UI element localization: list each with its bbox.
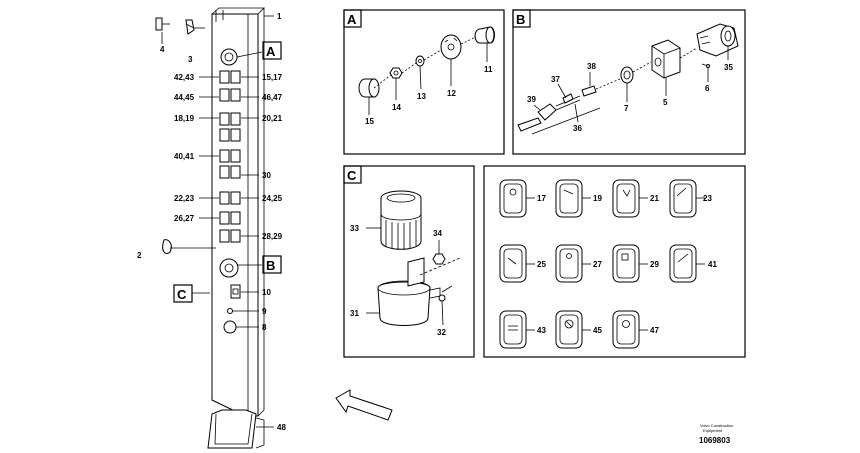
- label-42-43: 42,43: [174, 73, 195, 82]
- footer: Volvo Construction Equipment 1069803: [699, 423, 733, 445]
- svg-text:45: 45: [593, 326, 602, 335]
- label-part-3: 3: [188, 55, 193, 64]
- label-part-30: 30: [262, 171, 271, 180]
- label-22-23: 22,23: [174, 194, 195, 203]
- label-part-39: 39: [527, 95, 536, 104]
- label-part-8: 8: [262, 323, 267, 332]
- switch-25: 25: [499, 244, 546, 283]
- label-part-48: 48: [277, 423, 286, 432]
- knob-15: [358, 78, 380, 98]
- switch-23: 23: [669, 179, 712, 218]
- switch-17: 17: [499, 179, 546, 218]
- label-part-6: 6: [705, 84, 710, 93]
- svg-text:27: 27: [593, 260, 602, 269]
- label-part-10: 10: [262, 288, 271, 297]
- footer-brand-sub: Equipment: [703, 428, 723, 433]
- svg-text:17: 17: [537, 194, 546, 203]
- callout-C: C: [173, 284, 193, 303]
- svg-text:23: 23: [703, 194, 712, 203]
- label-part-15: 15: [365, 117, 374, 126]
- label-18-19: 18,19: [174, 114, 195, 123]
- label-part-5: 5: [663, 98, 668, 107]
- svg-text:47: 47: [650, 326, 659, 335]
- label-part-13: 13: [417, 92, 426, 101]
- panel-A-title: A: [347, 12, 357, 27]
- switch-47: 47: [612, 310, 659, 349]
- switch-symbol-panel: 17 19 21 23 25: [483, 165, 746, 358]
- document-number: 1069803: [699, 436, 731, 445]
- label-part-36: 36: [573, 124, 582, 133]
- label-part-38: 38: [587, 62, 596, 71]
- svg-text:B: B: [266, 258, 275, 273]
- panel-A: A 15 14 13 12 11: [343, 9, 505, 155]
- label-part-32: 32: [437, 328, 446, 337]
- label-part-4: 4: [160, 45, 165, 54]
- column-switch-group: [219, 70, 241, 243]
- label-part-7: 7: [624, 104, 629, 113]
- label-20-21: 20,21: [262, 114, 283, 123]
- label-part-33: 33: [350, 224, 359, 233]
- panel-C-title: C: [347, 168, 357, 183]
- switch-29: 29: [612, 244, 659, 283]
- panel-B: B 38 37: [512, 9, 746, 155]
- label-44-45: 44,45: [174, 93, 195, 102]
- label-part-12: 12: [447, 89, 456, 98]
- label-part-11: 11: [484, 65, 493, 74]
- footer-brand: Volvo Construction: [700, 423, 733, 428]
- svg-text:41: 41: [708, 260, 717, 269]
- switch-21: 21: [612, 179, 659, 218]
- label-part-35: 35: [724, 63, 733, 72]
- panel-C: C 33 31 34 32: [343, 165, 475, 358]
- column-callout-labels: 1 4 3 42,43 15,17 44,45 46,47 18,19 20,2…: [137, 12, 286, 432]
- label-28-29: 28,29: [262, 232, 283, 241]
- label-part-9: 9: [262, 307, 267, 316]
- callout-A: A: [262, 41, 282, 60]
- label-part-14: 14: [392, 103, 401, 112]
- label-part-34: 34: [433, 229, 442, 238]
- svg-text:29: 29: [650, 260, 659, 269]
- svg-text:25: 25: [537, 260, 546, 269]
- label-part-37: 37: [551, 75, 560, 84]
- switch-43: 43: [499, 310, 546, 349]
- svg-text:21: 21: [650, 194, 659, 203]
- panel-B-title: B: [516, 12, 525, 27]
- switch-41: 41: [669, 244, 717, 283]
- direction-arrow: [335, 389, 393, 421]
- label-15-17: 15,17: [262, 73, 283, 82]
- label-46-47: 46,47: [262, 93, 283, 102]
- label-part-31: 31: [350, 309, 359, 318]
- svg-text:43: 43: [537, 326, 546, 335]
- label-26-27: 26,27: [174, 214, 195, 223]
- switch-19: 19: [555, 179, 602, 218]
- switch-27: 27: [555, 244, 602, 283]
- callout-B: B: [262, 255, 282, 274]
- switch-column: [155, 7, 265, 449]
- label-24-25: 24,25: [262, 194, 283, 203]
- label-part-1: 1: [277, 12, 282, 21]
- svg-text:19: 19: [593, 194, 602, 203]
- label-part-2: 2: [137, 251, 142, 260]
- svg-text:A: A: [266, 44, 276, 59]
- label-40-41: 40,41: [174, 152, 195, 161]
- svg-text:C: C: [177, 287, 187, 302]
- switch-45: 45: [555, 310, 602, 349]
- column-leaders: [161, 15, 274, 428]
